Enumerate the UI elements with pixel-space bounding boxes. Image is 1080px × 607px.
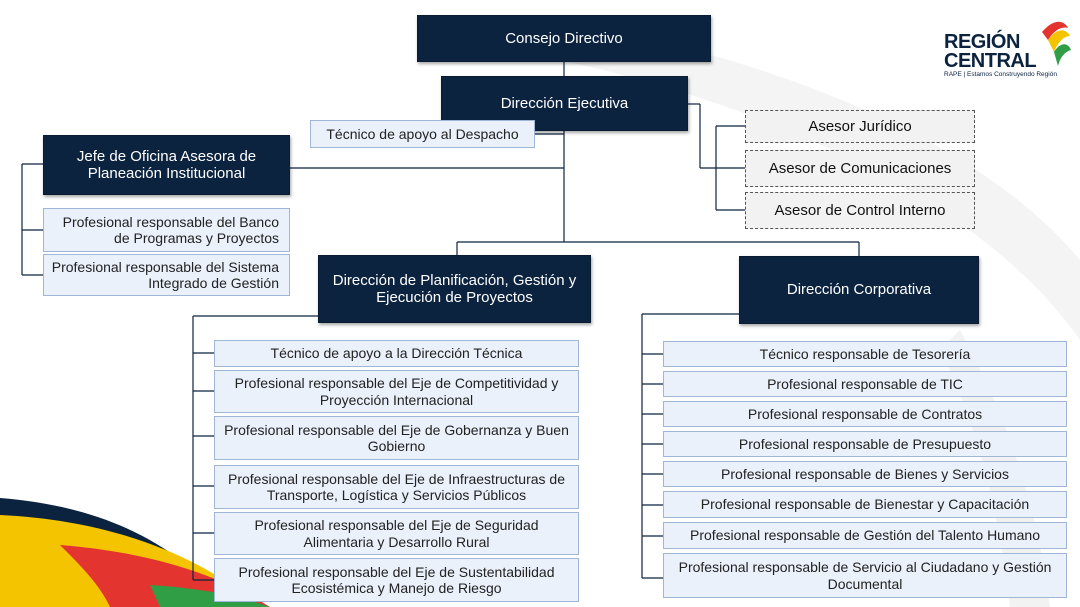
planificacion-item-label: Técnico de apoyo a la Dirección Técnica bbox=[270, 345, 523, 362]
consejo-directivo-label: Consejo Directivo bbox=[505, 29, 623, 47]
planificacion-item-label: Profesional responsable del Eje de Gober… bbox=[224, 421, 569, 454]
corporativa-item-box: Profesional responsable de Bienestar y C… bbox=[663, 491, 1067, 518]
advisor-label: Asesor de Control Interno bbox=[774, 201, 946, 219]
planeacion-item-box: Profesional responsable del Sistema Inte… bbox=[43, 254, 290, 296]
planificacion-item-label: Profesional responsable del Eje de Segur… bbox=[254, 517, 539, 550]
advisor-box: Asesor de Comunicaciones bbox=[745, 150, 975, 187]
corporativa-item-label: Profesional responsable de Contratos bbox=[747, 405, 983, 422]
logo-text-line2: CENTRAL bbox=[944, 50, 1037, 72]
logo-emblem-icon bbox=[1042, 21, 1071, 66]
planificacion-item-box: Técnico de apoyo a la Dirección Técnica bbox=[214, 340, 579, 367]
corporativa-item-label: Técnico responsable de Tesorería bbox=[759, 345, 971, 362]
planificacion-item-box: Profesional responsable del Eje de Segur… bbox=[214, 512, 579, 555]
planificacion-item-box: Profesional responsable del Eje de Suste… bbox=[214, 558, 579, 602]
planeacion-head-label: Jefe de Oficina Asesora de Planeación In… bbox=[76, 147, 257, 182]
direccion-ejecutiva-label: Dirección Ejecutiva bbox=[500, 94, 629, 112]
logo-text-line1: REGIÓN bbox=[944, 31, 1020, 53]
tecnico-despacho-box: Técnico de apoyo al Despacho bbox=[310, 120, 535, 148]
corporativa-item-label: Profesional responsable de TIC bbox=[767, 375, 963, 392]
corporativa-item-box: Técnico responsable de Tesorería bbox=[663, 341, 1067, 367]
corporativa-item-box: Profesional responsable de TIC bbox=[663, 371, 1067, 397]
planificacion-item-label: Profesional responsable del Eje de Suste… bbox=[238, 563, 555, 596]
corporativa-head-label: Dirección Corporativa bbox=[786, 281, 932, 299]
advisor-box: Asesor Jurídico bbox=[745, 110, 975, 143]
corporativa-item-label: Profesional responsable de Presupuesto bbox=[738, 435, 992, 452]
corporativa-item-box: Profesional responsable de Presupuesto bbox=[663, 431, 1067, 457]
planificacion-head-box: Dirección de Planificación, Gestión y Ej… bbox=[318, 255, 591, 323]
advisor-label: Asesor Jurídico bbox=[808, 117, 912, 135]
corporativa-item-box: Profesional responsable de Servicio al C… bbox=[663, 553, 1067, 598]
region-central-logo: REGIÓN CENTRAL RAPE | Estamos Construyen… bbox=[944, 14, 1074, 84]
consejo-directivo-box: Consejo Directivo bbox=[417, 15, 711, 62]
logo-tagline: RAPE | Estamos Construyendo Región bbox=[944, 71, 1057, 78]
corporativa-item-label: Profesional responsable de Bienestar y C… bbox=[700, 496, 1030, 513]
corporativa-head-box: Dirección Corporativa bbox=[739, 256, 979, 324]
corporativa-item-box: Profesional responsable de Contratos bbox=[663, 401, 1067, 427]
advisor-label: Asesor de Comunicaciones bbox=[768, 159, 952, 177]
planificacion-item-label: Profesional responsable del Eje de Compe… bbox=[234, 375, 559, 408]
planeacion-head-box: Jefe de Oficina Asesora de Planeación In… bbox=[43, 135, 290, 195]
planeacion-item-box: Profesional responsable del Banco de Pro… bbox=[43, 208, 290, 252]
corporativa-item-label: Profesional responsable de Bienes y Serv… bbox=[721, 465, 1009, 482]
corporativa-item-label: Profesional responsable de Servicio al C… bbox=[678, 559, 1052, 592]
planificacion-item-box: Profesional responsable del Eje de Gober… bbox=[214, 416, 579, 460]
advisor-box: Asesor de Control Interno bbox=[745, 192, 975, 229]
corporativa-item-box: Profesional responsable de Bienes y Serv… bbox=[663, 461, 1067, 487]
planificacion-head-label: Dirección de Planificación, Gestión y Ej… bbox=[332, 271, 577, 306]
planeacion-item-label: Profesional responsable del Sistema Inte… bbox=[51, 258, 279, 291]
planificacion-item-label: Profesional responsable del Eje de Infra… bbox=[228, 470, 565, 503]
corporativa-item-label: Profesional responsable de Gestión del T… bbox=[690, 527, 1040, 544]
planificacion-item-box: Profesional responsable del Eje de Infra… bbox=[214, 465, 579, 509]
tecnico-despacho-label: Técnico de apoyo al Despacho bbox=[326, 125, 519, 142]
corporativa-item-box: Profesional responsable de Gestión del T… bbox=[663, 522, 1067, 549]
planeacion-item-label: Profesional responsable del Banco de Pro… bbox=[62, 213, 279, 246]
planificacion-item-box: Profesional responsable del Eje de Compe… bbox=[214, 370, 579, 413]
